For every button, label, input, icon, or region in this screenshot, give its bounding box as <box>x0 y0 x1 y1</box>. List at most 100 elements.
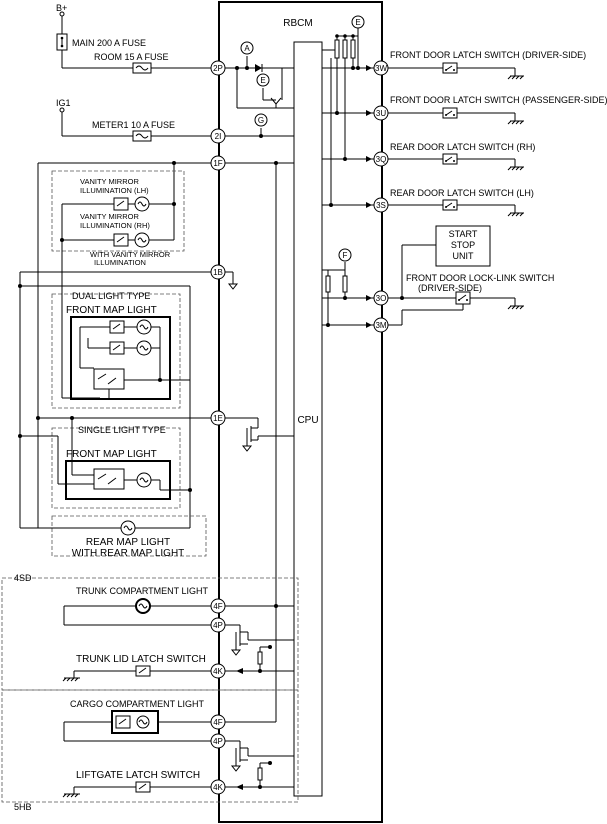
vanity-mirror-rh <box>60 204 174 272</box>
switch-lock-link <box>388 244 524 326</box>
svg-text:3W: 3W <box>375 64 387 73</box>
meter-fuse-label: METER1 10 A FUSE <box>92 120 175 130</box>
marker-E-right: E <box>351 15 365 29</box>
svg-text:1E: 1E <box>213 414 223 423</box>
pin-3S: 3S <box>373 197 389 213</box>
label-hatch: 5HB <box>14 802 32 812</box>
svg-text:F: F <box>343 251 348 260</box>
label-lock-link-2: (DRIVER-SIDE) <box>418 283 482 293</box>
svg-text:3S: 3S <box>376 201 386 210</box>
marker-E-left: E <box>256 73 270 87</box>
label-rear-lh: REAR DOOR LATCH SWITCH (LH) <box>390 188 534 198</box>
pin-4K-hatch: 4K <box>210 779 226 795</box>
rear-map-option-box <box>51 515 207 557</box>
label-dual-type: DUAL LIGHT TYPE <box>72 291 150 301</box>
label-vanity-rh-1: VANITY MIRROR <box>80 212 139 221</box>
svg-text:4P: 4P <box>213 621 223 630</box>
internal-2p-wiring <box>225 56 294 138</box>
cpu-box <box>293 41 323 797</box>
pin-4K-sedan: 4K <box>210 663 226 679</box>
vanity-mirror-lh <box>62 196 176 212</box>
svg-text:4F: 4F <box>213 718 222 727</box>
label-rear-map: REAR MAP LIGHT <box>86 537 170 548</box>
pin-3W: 3W <box>373 60 389 76</box>
label-cargo-compartment: CARGO COMPARTMENT LIGHT <box>70 699 205 709</box>
svg-text:3M: 3M <box>375 321 386 330</box>
main-fuse-label: MAIN 200 A FUSE <box>72 38 146 48</box>
trunk-lid-latch-switch <box>62 645 294 682</box>
svg-text:3U: 3U <box>376 109 386 118</box>
svg-text:G: G <box>258 116 264 125</box>
pin-1E: 1E <box>210 410 226 426</box>
pin-4F-hatch: 4F <box>210 714 226 730</box>
label-vanity-option-2: ILLUMINATION <box>94 258 146 267</box>
battery-feed <box>56 11 211 74</box>
dual-light-option-box <box>51 293 181 409</box>
vanity-option-box <box>51 170 185 252</box>
room-fuse-label: ROOM 15 A FUSE <box>94 52 169 62</box>
label-rear-rh: REAR DOOR LATCH SWITCH (RH) <box>390 142 535 152</box>
pin-1B: 1B <box>210 264 226 280</box>
label-single-type: SINGLE LIGHT TYPE <box>78 425 166 435</box>
switch-front-passenger <box>388 107 524 125</box>
front-map-light-single <box>20 416 192 492</box>
pin-2I: 2I <box>210 128 226 144</box>
label-liftgate: LIFTGATE LATCH SWITCH <box>76 770 200 781</box>
svg-text:3Q: 3Q <box>376 155 387 164</box>
label-vanity-lh-2: ILLUMINATION (LH) <box>80 186 149 195</box>
trunk-compartment-light <box>63 598 294 656</box>
svg-text:E: E <box>355 18 360 27</box>
svg-text:1F: 1F <box>213 159 222 168</box>
cargo-compartment-light <box>63 710 294 772</box>
label-vanity-lh-1: VANITY MIRROR <box>80 177 139 186</box>
single-light-option-box <box>51 427 181 509</box>
svg-text:4K: 4K <box>213 667 223 676</box>
pin-4P-sedan: 4P <box>210 617 226 633</box>
label-front-driver: FRONT DOOR LATCH SWITCH (DRIVER-SIDE) <box>390 50 586 60</box>
front-map-light-dual-box <box>70 316 171 400</box>
front-map-light-dual <box>61 272 190 399</box>
pin-3M: 3M <box>373 317 389 333</box>
label-lock-link-1: FRONT DOOR LOCK-LINK SWITCH <box>406 273 554 283</box>
label-front-map-dual: FRONT MAP LIGHT <box>66 305 157 316</box>
cpu-label: CPU <box>297 415 318 426</box>
svg-text:2P: 2P <box>213 64 223 73</box>
svg-text:4P: 4P <box>213 737 223 746</box>
pin-3Q: 3Q <box>373 151 389 167</box>
marker-F: F <box>338 248 352 262</box>
liftgate-latch-switch <box>62 761 294 798</box>
marker-G: G <box>254 113 268 127</box>
rbcm-label: RBCM <box>283 18 312 29</box>
switch-rear-rh <box>388 153 524 171</box>
svg-text:4F: 4F <box>213 602 222 611</box>
svg-text:E: E <box>260 76 265 85</box>
label-sedan: 4SD <box>14 573 32 583</box>
hatch-section-box <box>1 689 299 803</box>
pin-3O: 3O <box>373 290 389 306</box>
pin-1F: 1F <box>210 155 226 171</box>
start-stop-line1: START <box>449 229 478 239</box>
label-vanity-option-1: WITH VANITY MIRROR <box>90 250 171 259</box>
label-vanity-rh-2: ILLUMINATION (RH) <box>80 221 150 230</box>
pin-4P-hatch: 4P <box>210 733 226 749</box>
start-stop-line3: UNIT <box>453 251 474 261</box>
svg-text:A: A <box>244 44 250 53</box>
label-front-passenger: FRONT DOOR LATCH SWITCH (PASSENGER-SIDE) <box>390 95 607 105</box>
label-trunk-lid: TRUNK LID LATCH SWITCH <box>76 654 206 665</box>
label-trunk-compartment: TRUNK COMPARTMENT LIGHT <box>76 586 209 596</box>
rbcm-module-box <box>218 1 383 823</box>
pin-4F-sedan: 4F <box>210 598 226 614</box>
left-bus-wiring <box>18 161 294 722</box>
rear-map-light <box>20 520 191 536</box>
ignition-label: IG1 <box>56 98 71 108</box>
start-stop-line2: STOP <box>451 240 475 250</box>
label-front-map-single: FRONT MAP LIGHT <box>66 449 157 460</box>
svg-text:2I: 2I <box>215 132 222 141</box>
marker-A: A <box>240 41 254 55</box>
battery-label: B+ <box>56 3 67 13</box>
front-map-light-single-box <box>65 460 171 500</box>
start-stop-unit-box <box>435 225 491 267</box>
label-rear-map-option: WITH REAR MAP LIGHT <box>72 548 185 559</box>
svg-text:3O: 3O <box>376 294 387 303</box>
svg-text:1B: 1B <box>213 268 223 277</box>
